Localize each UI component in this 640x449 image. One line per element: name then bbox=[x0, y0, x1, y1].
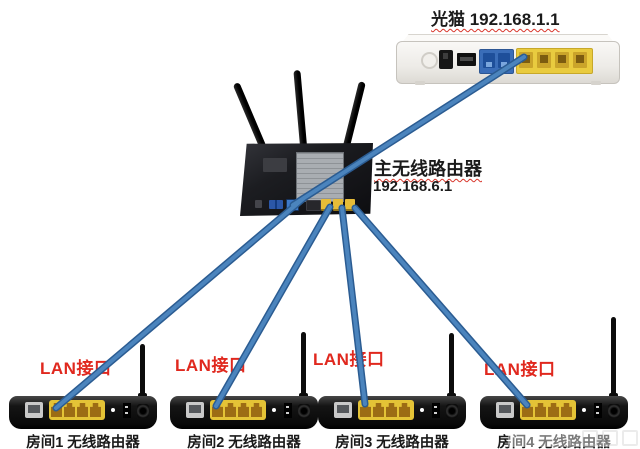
watermark-glyph bbox=[622, 430, 638, 446]
main-router-sticker bbox=[296, 152, 344, 202]
room-router-1: 房间1 无线路由器 bbox=[9, 331, 157, 449]
modem-lan-port-panel bbox=[516, 48, 593, 74]
modem-foot bbox=[591, 81, 601, 85]
router-body bbox=[318, 396, 466, 429]
router-lan-panel bbox=[358, 400, 414, 420]
lan-port-1 bbox=[522, 403, 533, 417]
main-router-lan-port-1 bbox=[321, 199, 331, 211]
lan-port-1 bbox=[51, 403, 62, 417]
router-body bbox=[480, 396, 628, 429]
router-body bbox=[170, 396, 318, 429]
power-jack bbox=[446, 404, 458, 418]
router-wan-port bbox=[25, 402, 43, 418]
watermark bbox=[582, 430, 638, 446]
antenna-icon bbox=[232, 82, 266, 148]
main-router-usb-port bbox=[269, 200, 283, 209]
power-switch bbox=[432, 403, 440, 418]
main-router-lan-port-2 bbox=[333, 199, 343, 211]
antenna-icon bbox=[609, 317, 618, 402]
main-router-lan-port-3 bbox=[345, 199, 355, 211]
main-router-ip: 192.168.6.1 bbox=[373, 178, 453, 195]
modem-phone-port-1 bbox=[483, 53, 495, 68]
main-router-port bbox=[306, 200, 321, 211]
lan-port-3 bbox=[548, 403, 559, 417]
watermark-glyph bbox=[602, 430, 618, 446]
lan-port-2 bbox=[373, 403, 384, 417]
lan-port-1 bbox=[212, 403, 223, 417]
lan-port-2 bbox=[64, 403, 75, 417]
router-lan-panel bbox=[210, 400, 266, 420]
lan-port-2 bbox=[535, 403, 546, 417]
modem-lan-port-4 bbox=[573, 52, 587, 68]
main-router-device bbox=[232, 66, 378, 218]
watermark-overlay bbox=[508, 429, 640, 447]
antenna-icon bbox=[138, 344, 147, 402]
modem-device bbox=[396, 33, 620, 91]
antenna-icon bbox=[447, 333, 456, 402]
modem-lan-port-1 bbox=[519, 52, 533, 68]
lan-port-3 bbox=[386, 403, 397, 417]
antenna-icon bbox=[343, 81, 366, 147]
router-body bbox=[9, 396, 157, 429]
room-router-name: 房间2 无线路由器 bbox=[187, 435, 301, 449]
modem-foot bbox=[415, 81, 425, 85]
lan-port-4 bbox=[251, 403, 262, 417]
led-icon bbox=[420, 408, 424, 412]
lan-port-4 bbox=[561, 403, 572, 417]
modem-phone-port-panel bbox=[479, 49, 514, 74]
led-icon bbox=[272, 408, 276, 412]
power-switch bbox=[123, 403, 131, 418]
modem-label: 光猫 192.168.1.1 bbox=[431, 10, 560, 29]
router-wan-port bbox=[496, 402, 514, 418]
modem-lan-port-2 bbox=[537, 52, 551, 68]
modem-power-switch bbox=[439, 50, 453, 69]
router-wan-port bbox=[334, 402, 352, 418]
lan-port-3 bbox=[238, 403, 249, 417]
lan-port-1 bbox=[360, 403, 371, 417]
led-icon bbox=[582, 408, 586, 412]
modem-lan-port-3 bbox=[555, 52, 569, 68]
modem-usb-port bbox=[457, 53, 476, 66]
room-router-2: 房间2 无线路由器 bbox=[170, 331, 318, 449]
main-router-wan-port bbox=[286, 199, 299, 211]
lan-port-3 bbox=[77, 403, 88, 417]
power-jack bbox=[137, 404, 149, 418]
room-router-name: 房间4 无线路由器 bbox=[497, 435, 611, 449]
router-wan-port bbox=[186, 402, 204, 418]
watermark-glyph bbox=[582, 430, 598, 446]
modem-body bbox=[396, 41, 620, 85]
modem-phone-port-2 bbox=[498, 53, 510, 68]
lan-port-4 bbox=[399, 403, 410, 417]
power-jack bbox=[608, 404, 620, 418]
power-switch bbox=[594, 403, 602, 418]
room-router-name: 房间1 无线路由器 bbox=[26, 435, 140, 449]
room-router-3: 房间3 无线路由器 bbox=[318, 331, 466, 449]
lan-port-4 bbox=[90, 403, 101, 417]
power-jack bbox=[298, 404, 310, 418]
main-router-port-cluster bbox=[263, 158, 287, 172]
router-lan-panel bbox=[520, 400, 576, 420]
router-lan-panel bbox=[49, 400, 105, 420]
antenna-icon bbox=[299, 332, 308, 402]
room-router-name: 房间3 无线路由器 bbox=[335, 435, 449, 449]
modem-reset-button bbox=[421, 52, 438, 69]
lan-port-2 bbox=[225, 403, 236, 417]
led-icon bbox=[111, 408, 115, 412]
power-switch bbox=[284, 403, 292, 418]
antenna-icon bbox=[293, 69, 307, 147]
main-router-buttons bbox=[255, 200, 262, 208]
